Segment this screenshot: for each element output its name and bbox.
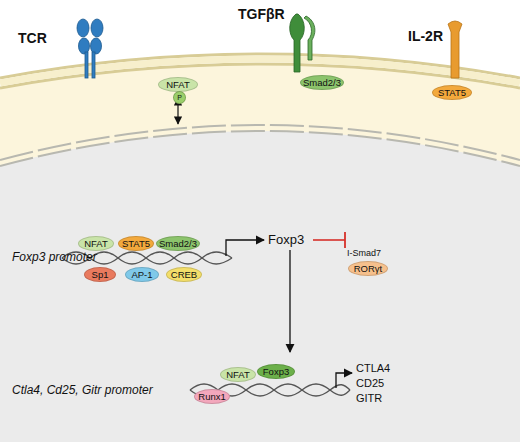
transcription-arrow: [336, 373, 352, 388]
protein-oval: CREB: [166, 267, 202, 282]
text-label: IL-2R: [408, 28, 443, 44]
text-label: Foxp3: [268, 232, 304, 247]
text-label: Ctla4, Cd25, Gitr promoter: [12, 383, 153, 397]
tgfb-receptor: [290, 14, 315, 72]
text-label: CTLA4: [356, 362, 390, 374]
tcr-receptor: [77, 19, 103, 78]
nuclear-envelope: [0, 131, 520, 166]
protein-name: AP-1: [131, 269, 152, 280]
protein-oval: AP-1: [125, 267, 159, 282]
cytoplasm: [0, 64, 520, 442]
protein-name: Smad2/3: [303, 77, 341, 88]
inhibition-line: [313, 239, 345, 241]
protein-name: Foxp3: [263, 366, 289, 377]
protein-oval: Runx1: [194, 389, 230, 404]
protein-oval: NFAT: [220, 367, 256, 382]
il2-receptor: [448, 21, 462, 78]
nucleus: [0, 131, 520, 442]
protein-oval: Smad2/3: [156, 236, 200, 251]
protein-oval: NFATP: [158, 77, 198, 92]
text-label: I-Smad7: [347, 248, 381, 258]
protein-oval: STAT5: [118, 236, 154, 251]
protein-oval: Sp1: [84, 267, 116, 282]
protein-oval: RORγt: [348, 261, 388, 276]
protein-name: NFAT: [166, 79, 190, 90]
protein-oval: Foxp3: [257, 364, 295, 379]
protein-name: NFAT: [84, 238, 108, 249]
protein-oval: Smad2/3: [300, 75, 344, 90]
protein-name: NFAT: [226, 369, 250, 380]
translation-arrow: [289, 250, 290, 352]
protein-name: Sp1: [92, 269, 109, 280]
protein-name: CREB: [171, 269, 197, 280]
text-label: GITR: [356, 392, 382, 404]
text-label: TCR: [18, 30, 47, 46]
protein-name: RORγt: [354, 263, 383, 274]
text-label: Foxp3 promoter: [12, 250, 97, 264]
protein-name: Smad2/3: [159, 238, 197, 249]
protein-name: Runx1: [198, 391, 225, 402]
protein-oval: NFAT: [78, 236, 114, 251]
protein-oval: STAT5: [432, 85, 472, 100]
inhibition-bar: [344, 232, 346, 248]
text-label: CD25: [356, 377, 384, 389]
phosphate-mark: P: [173, 91, 186, 104]
text-label: TGFβR: [238, 6, 285, 22]
protein-name: STAT5: [438, 87, 466, 98]
transcription-arrow: [226, 240, 264, 256]
protein-name: STAT5: [122, 238, 150, 249]
plasma-membrane: [0, 59, 520, 83]
